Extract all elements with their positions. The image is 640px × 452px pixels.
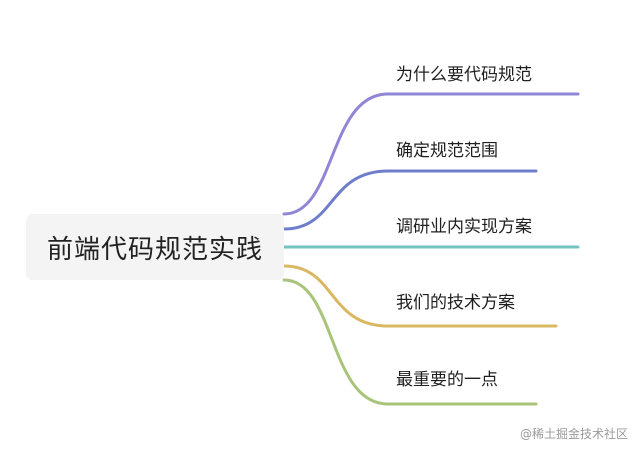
branch-label-most-important[interactable]: 最重要的一点: [396, 370, 498, 390]
branch-connector-define-scope: [282, 169, 538, 231]
branch-label-why-code-standards[interactable]: 为什么要代码规范: [396, 65, 532, 85]
branch-connector-our-solution: [282, 264, 558, 328]
branch-label-define-scope[interactable]: 确定规范范围: [396, 141, 498, 161]
branch-label-our-solution[interactable]: 我们的技术方案: [396, 293, 515, 313]
branch-connector-most-important: [282, 278, 538, 406]
root-node[interactable]: 前端代码规范实践: [26, 214, 284, 280]
branch-connector-why-code-standards: [282, 92, 580, 216]
branch-label-industry-research[interactable]: 调研业内实现方案: [396, 217, 532, 237]
watermark-text: @稀土掘金技术社区: [519, 427, 628, 441]
root-node-label: 前端代码规范实践: [46, 234, 263, 265]
